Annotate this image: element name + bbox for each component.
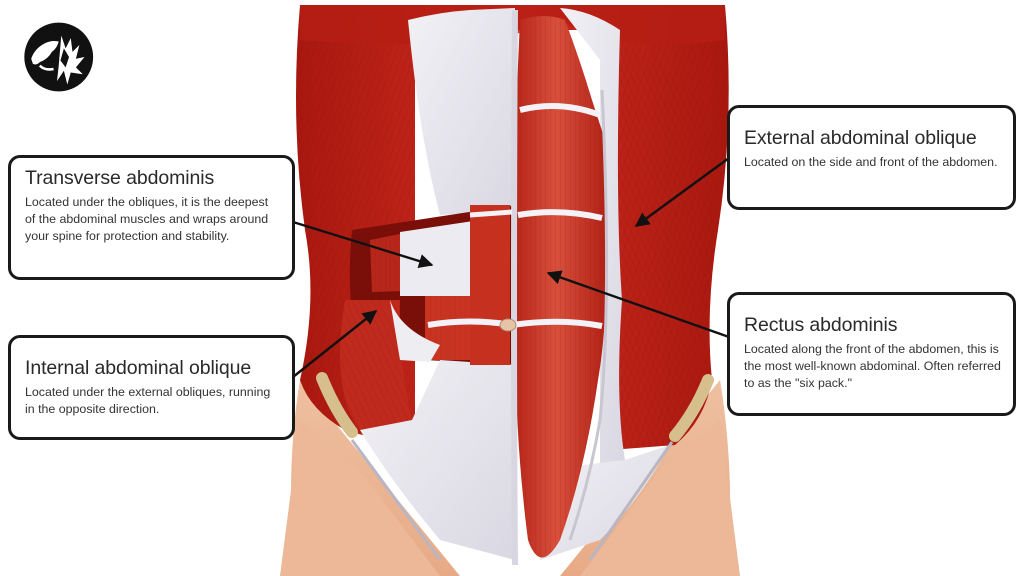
callout-transverse-abdominis: Transverse abdominis Located under the o… [8,155,295,280]
callout-internal-abdominal-oblique: Internal abdominal oblique Located under… [8,335,295,440]
callout-title: External abdominal oblique [744,127,977,149]
callout-body: Located along the front of the abdomen, … [744,342,1001,390]
lion-head-icon [24,22,94,92]
callout-body: Located under the obliques, it is the de… [25,195,269,243]
callout-rectus-abdominis: Rectus abdominis Located along the front… [727,292,1016,416]
callout-title: Rectus abdominis [744,314,898,336]
callout-external-abdominal-oblique: External abdominal oblique Located on th… [727,105,1016,210]
callout-body: Located under the external obliques, run… [25,385,271,416]
callout-title: Internal abdominal oblique [25,357,252,379]
callout-body: Located on the side and front of the abd… [744,155,998,169]
callout-title: Transverse abdominis [25,167,215,189]
